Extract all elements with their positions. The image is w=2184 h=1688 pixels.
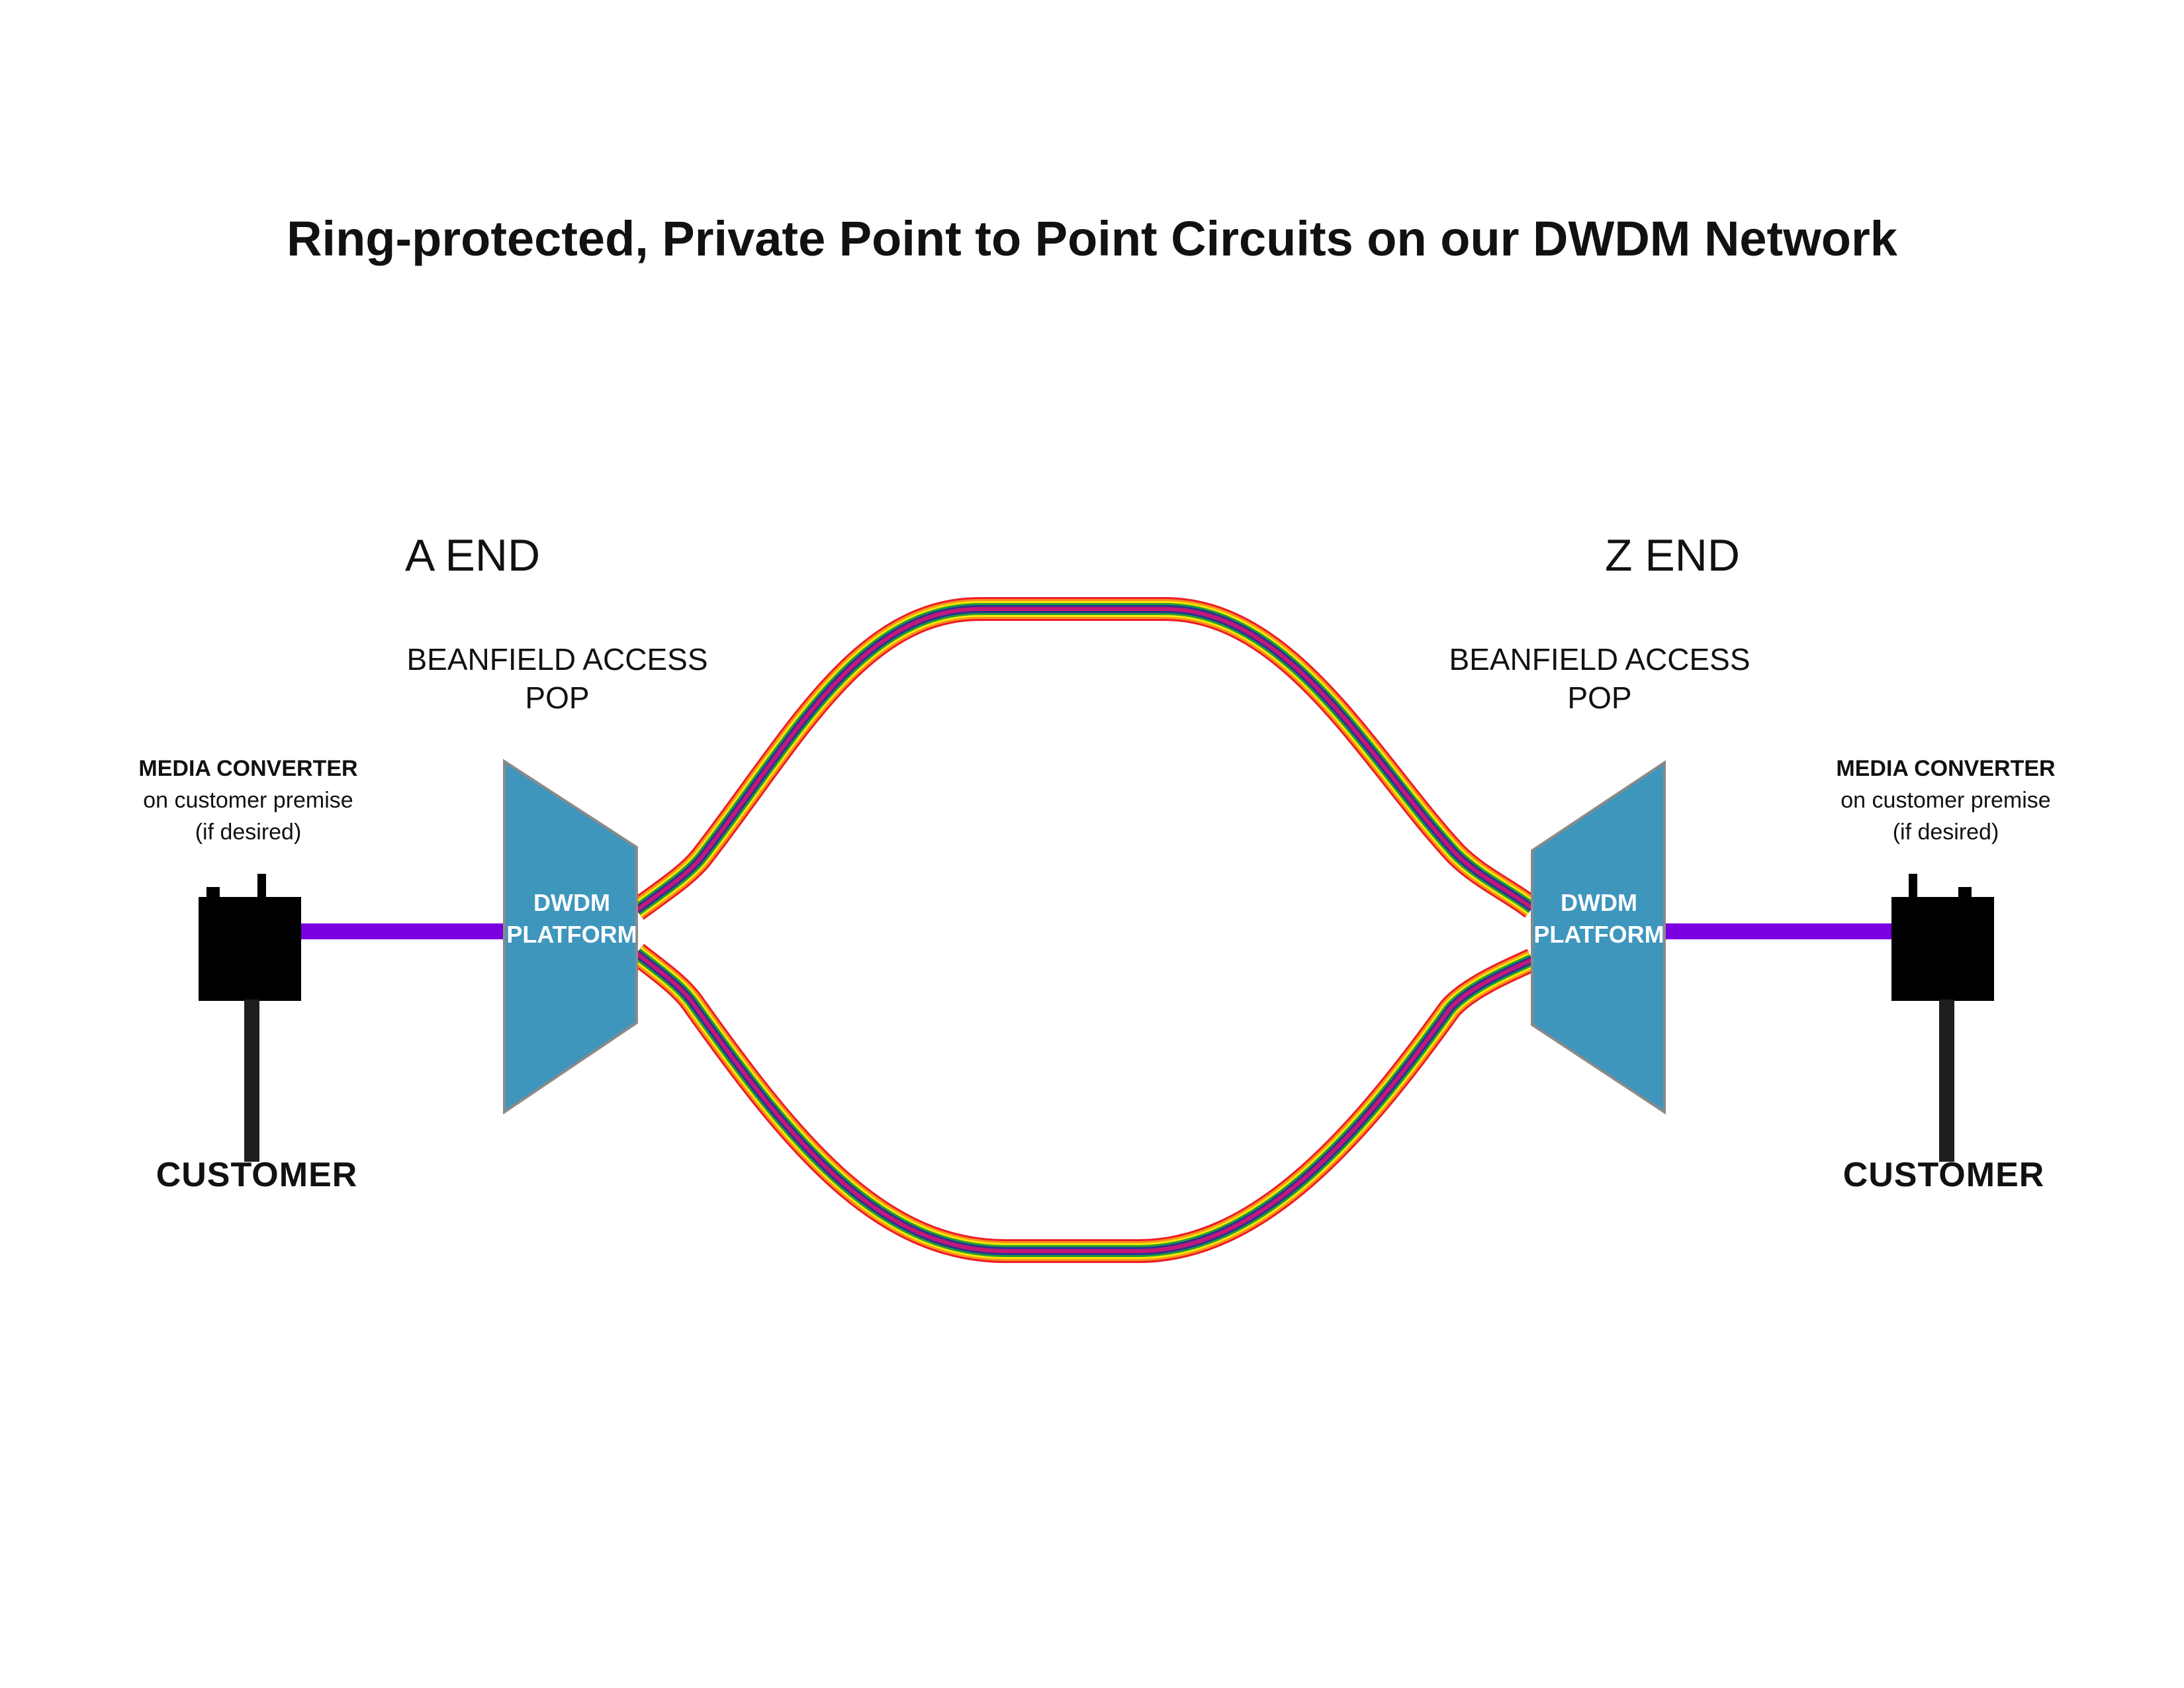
z-end-dwdm-platform [1531, 760, 1666, 1115]
ring-upper-wavelength-5 [635, 607, 1533, 912]
a-end-media-converter-icon [199, 874, 301, 1001]
z-end-platform-line2: PLATFORM [1533, 921, 1664, 948]
z-end-media-converter-caption: MEDIA CONVERTER on customer premise (if … [1807, 753, 2085, 848]
z-end-media-converter-icon [1891, 874, 1994, 1001]
z-end-media-converter-line2: (if desired) [1892, 820, 1999, 845]
a-end-media-converter-line1: on customer premise [143, 788, 353, 813]
z-end-platform-label: DWDM PLATFORM [1520, 887, 1678, 951]
a-end-customer-label: CUSTOMER [156, 1156, 358, 1194]
ring-upper-wavelength-4 [634, 605, 1535, 914]
a-end-label: A END [405, 530, 541, 581]
page-title: Ring-protected, Private Point to Point C… [287, 211, 1897, 266]
z-end-customer-label: CUSTOMER [1843, 1156, 2045, 1194]
z-end-customer-drop [1939, 1000, 1954, 1162]
z-end-platform-line1: DWDM [1561, 889, 1637, 916]
a-end-platform-line2: PLATFORM [506, 921, 637, 948]
z-end-media-converter-line1: on customer premise [1841, 788, 2051, 813]
upper-ring-path [629, 597, 1539, 920]
a-end-customer-drop [244, 1000, 259, 1162]
z-end-pop-label: BEANFIELD ACCESS POP [1449, 642, 1751, 715]
z-end-media-converter-heading: MEDIA CONVERTER [1836, 756, 2056, 781]
a-end-dwdm-platform [503, 759, 638, 1115]
a-end-pop-label: BEANFIELD ACCESS POP [406, 642, 708, 715]
a-end-media-converter-caption: MEDIA CONVERTER on customer premise (if … [109, 753, 387, 848]
ring-lower-wavelength-4 [634, 950, 1534, 1255]
lower-ring-path [629, 943, 1537, 1263]
a-end-platform-line1: DWDM [533, 889, 610, 916]
z-end-label: Z END [1605, 530, 1740, 581]
a-end-platform-label: DWDM PLATFORM [492, 887, 651, 951]
a-end-media-converter-line2: (if desired) [195, 820, 302, 845]
ring-lower-wavelength-5 [635, 951, 1533, 1253]
a-end-media-converter-heading: MEDIA CONVERTER [138, 756, 358, 781]
